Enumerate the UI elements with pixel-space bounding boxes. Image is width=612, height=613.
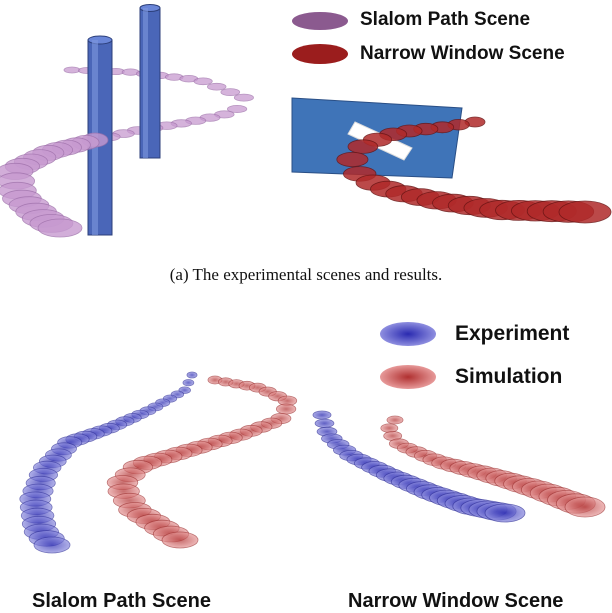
legend-label-narrow: Narrow Window Scene [360,43,565,64]
trajectory-ellipse [233,93,254,102]
experiment-ellipse [182,379,195,387]
legend-swatch-experiment [380,322,436,346]
simulation-ellipse [386,415,404,425]
legend-swatch-slalom [292,12,348,30]
trajectory-ellipse [336,151,369,167]
experiment-ellipse [484,503,526,523]
panel-a: Slalom Path Scene Narrow Window Scene [0,0,612,245]
experiment-trajectory-narrow [312,410,526,523]
trajectory-ellipse [347,139,379,154]
legend-label-simulation: Simulation [455,365,563,388]
experiment-trajectory-slalom [19,371,198,554]
pillar-right [139,4,161,159]
simulation-ellipse [275,403,297,415]
simulation-ellipse [380,423,399,433]
narrow-window-trajectory [336,116,612,224]
simulation-trajectory-slalom [106,375,298,549]
comparison-figure [19,322,606,554]
legend-swatch-simulation [380,365,436,389]
scene-label-slalom: Slalom Path Scene [32,590,211,612]
trajectory-ellipse [220,88,241,96]
figure-caption-a: (a) The experimental scenes and results. [169,265,443,284]
trajectory-ellipse [206,82,227,91]
trajectory-ellipse [227,105,248,114]
trajectory-ellipse [37,218,83,238]
trajectory-ellipse [63,66,81,74]
experiment-ellipse [312,410,332,420]
scene-a-figure [0,4,612,238]
trajectory-ellipse [193,77,213,86]
experiment-ellipse [186,371,198,379]
panel-b: Experiment Simulation [0,300,612,610]
scene-label-narrow: Narrow Window Scene [348,590,564,612]
experiment-ellipse [33,536,71,554]
legend-label-slalom: Slalom Path Scene [360,9,531,30]
simulation-ellipse [564,496,606,518]
legend-swatch-narrow [292,44,348,64]
simulation-trajectory-narrow [380,415,606,518]
trajectory-ellipse [558,200,612,224]
legend-label-experiment: Experiment [455,322,570,345]
simulation-ellipse [161,531,199,549]
slalom-path-trajectory-front [0,132,109,238]
experiment-ellipse [314,418,335,428]
